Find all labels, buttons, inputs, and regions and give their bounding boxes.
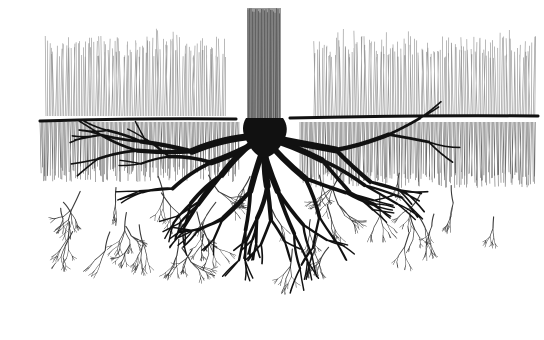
trunk xyxy=(247,8,281,120)
grass-blades xyxy=(314,29,536,116)
grass-right xyxy=(314,29,536,116)
grass-left xyxy=(45,29,225,116)
ground-line xyxy=(40,116,538,121)
grass-blades xyxy=(45,29,225,116)
fine-roots xyxy=(49,171,498,295)
ground-surface xyxy=(40,116,538,121)
